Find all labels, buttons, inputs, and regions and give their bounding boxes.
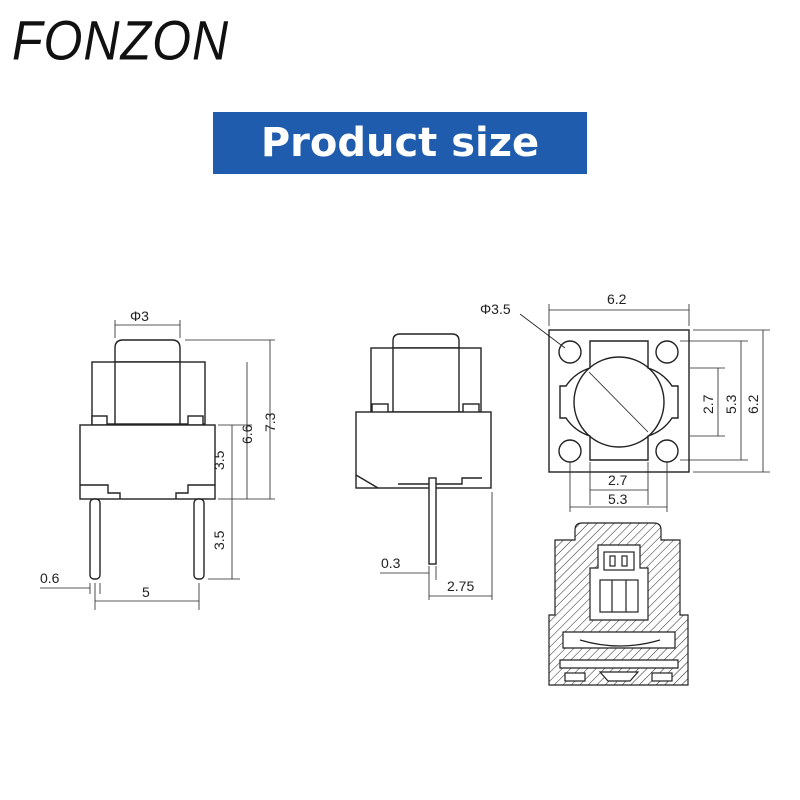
front-view bbox=[79, 339, 216, 580]
dim-mid-horizontal: 5.3 bbox=[608, 491, 628, 507]
side-view-dimensions bbox=[380, 492, 493, 600]
dim-mid-vertical: 5.3 bbox=[723, 394, 739, 414]
banner-title: Product size bbox=[260, 120, 540, 166]
dim-button-diameter: Φ3 bbox=[130, 308, 149, 324]
dim-width-top: 6.2 bbox=[607, 291, 627, 307]
dim-pin-offset: 2.75 bbox=[447, 578, 474, 594]
dim-pin-spacing: 5 bbox=[142, 584, 150, 600]
dim-hole-diameter: Φ3.5 bbox=[480, 301, 511, 317]
dim-total-height: 7.3 bbox=[262, 412, 278, 432]
front-view-dimensions bbox=[40, 320, 275, 610]
dim-pin-length: 3.5 bbox=[211, 530, 227, 550]
top-view bbox=[548, 329, 690, 473]
dim-outer-vertical: 6.2 bbox=[745, 394, 761, 414]
dim-pin-thickness: 0.3 bbox=[381, 555, 401, 571]
top-view-dimensions bbox=[519, 304, 770, 512]
side-view bbox=[355, 333, 492, 565]
title-banner: Product size bbox=[213, 112, 587, 174]
dim-pin-width: 0.6 bbox=[40, 570, 60, 586]
section-view bbox=[548, 522, 689, 686]
brand-logo: FONZON bbox=[12, 9, 230, 72]
dim-body-height: 3.5 bbox=[211, 450, 227, 470]
dim-inner-vertical: 2.7 bbox=[700, 394, 716, 414]
dim-inner-horizontal: 2.7 bbox=[608, 472, 628, 488]
dim-height-to-body: 6.6 bbox=[239, 424, 255, 444]
